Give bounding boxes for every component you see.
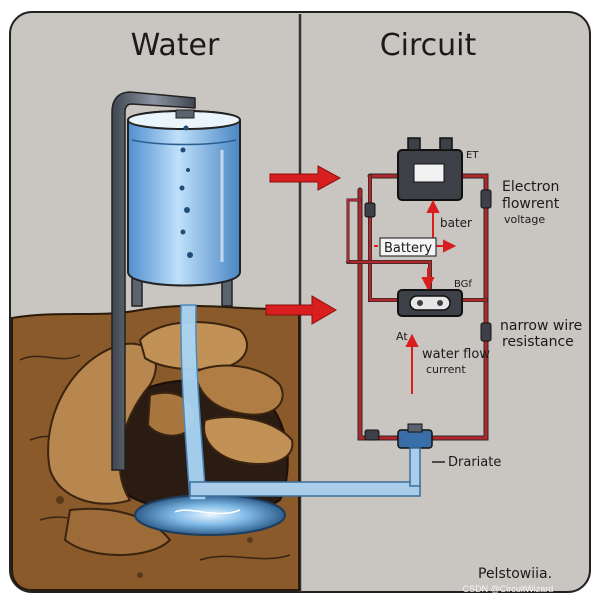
right-panel-title: Circuit (380, 28, 477, 63)
water-pipe-horizontal (189, 481, 421, 497)
label-bgf: BGf (454, 279, 472, 290)
battery-label-box (379, 237, 437, 257)
analogy-arrows (265, 165, 342, 325)
resistor-component (397, 289, 463, 317)
et-label: ET (466, 150, 479, 161)
wire-connectors (364, 189, 492, 441)
left-panel-title: Water (131, 28, 220, 63)
bottom-analogy-arrow (265, 295, 337, 325)
rocks (47, 321, 294, 556)
watermark: CSDN @CircuitWizard (463, 584, 554, 594)
water-stream (180, 304, 207, 501)
label-drariate: Drariate (448, 455, 501, 470)
label-voltage: voltage (504, 213, 545, 226)
indicator-arrows (374, 199, 457, 394)
label-current: current (426, 363, 466, 376)
label-at: At (396, 330, 408, 343)
signature: Pelstowiia. (478, 566, 552, 582)
label-bater: bater (440, 216, 472, 230)
label-electron: Electron (502, 179, 559, 195)
label-flowrent: flowrent (502, 196, 560, 212)
label-battery: Battery (384, 241, 432, 256)
label-narrow-wire: narrow wire (500, 318, 582, 334)
top-analogy-arrow (269, 165, 342, 191)
battery-component (397, 137, 463, 201)
pipe-valve (397, 423, 433, 487)
label-resistance: resistance (502, 334, 574, 350)
water-tank (126, 109, 242, 287)
underground-pool (134, 494, 286, 536)
label-water-flow: water flow (422, 347, 490, 362)
side-pipe (111, 91, 196, 471)
